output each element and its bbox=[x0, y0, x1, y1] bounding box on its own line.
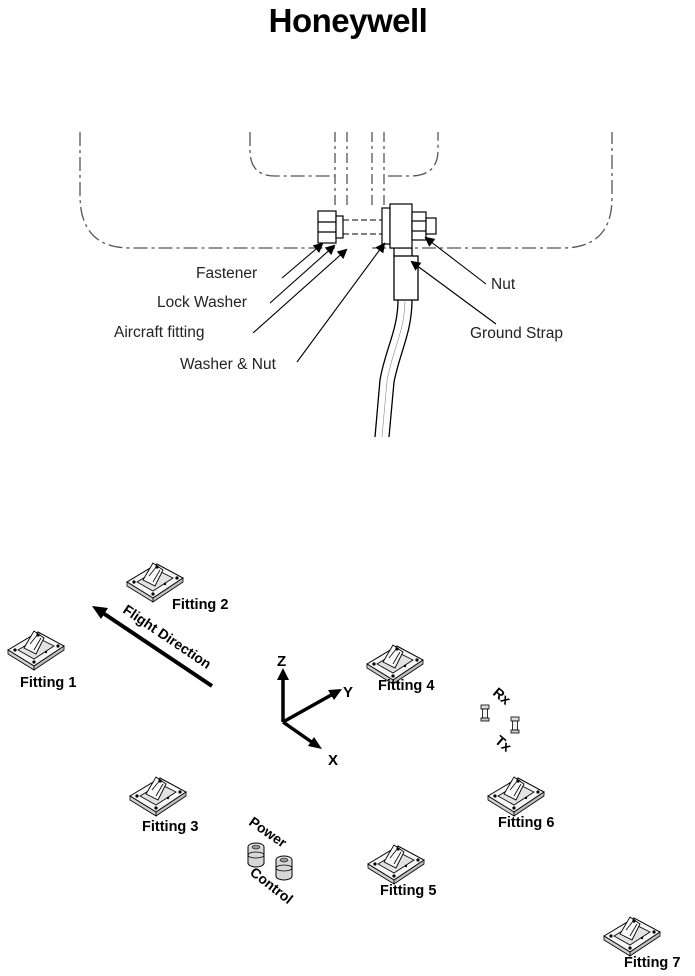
fitting-4-label: Fitting 4 bbox=[378, 678, 434, 694]
fitting-7-icon bbox=[604, 917, 660, 956]
lock-washer-label: Lock Washer bbox=[157, 294, 247, 311]
nut-label: Nut bbox=[491, 276, 516, 293]
power-connector-icon bbox=[248, 843, 264, 867]
control-connector-icon bbox=[276, 856, 292, 880]
fitting-6-icon bbox=[488, 777, 544, 816]
inner-housing-outline bbox=[250, 132, 438, 176]
fitting-7-label: Fitting 7 bbox=[624, 955, 680, 971]
housing-outline bbox=[80, 132, 612, 248]
axis-z-label: Z bbox=[277, 653, 286, 670]
fitting-3-label: Fitting 3 bbox=[142, 819, 198, 835]
rx-connector-icon bbox=[481, 705, 489, 721]
aircraft-fitting-label: Aircraft fitting bbox=[114, 324, 204, 341]
fitting-3-icon bbox=[130, 777, 186, 816]
fitting-walls bbox=[335, 132, 384, 205]
fitting-2-label: Fitting 2 bbox=[172, 597, 228, 613]
installation-detail bbox=[80, 132, 612, 248]
fitting-1-icon bbox=[8, 631, 64, 670]
bolt-shaft bbox=[343, 220, 382, 234]
ground-strap-label: Ground Strap bbox=[470, 325, 563, 342]
washer-and-nut bbox=[382, 204, 436, 248]
ground-strap bbox=[375, 248, 418, 437]
fitting-5-icon bbox=[368, 845, 424, 884]
fastener-bolt bbox=[318, 211, 343, 243]
leader-lines bbox=[253, 238, 496, 362]
fastener-label: Fastener bbox=[196, 265, 257, 282]
rx-label: Rx bbox=[490, 684, 514, 708]
tx-connector-icon bbox=[511, 717, 519, 733]
fitting-5-label: Fitting 5 bbox=[380, 883, 436, 899]
axis-x-label: X bbox=[328, 752, 338, 769]
tx-label: Tx bbox=[492, 732, 515, 755]
fitting-1-label: Fitting 1 bbox=[20, 675, 76, 691]
washer-nut-label: Washer & Nut bbox=[180, 356, 277, 373]
axis-y-label: Y bbox=[343, 684, 353, 701]
fitting-6-label: Fitting 6 bbox=[498, 815, 554, 831]
axes bbox=[277, 668, 342, 749]
